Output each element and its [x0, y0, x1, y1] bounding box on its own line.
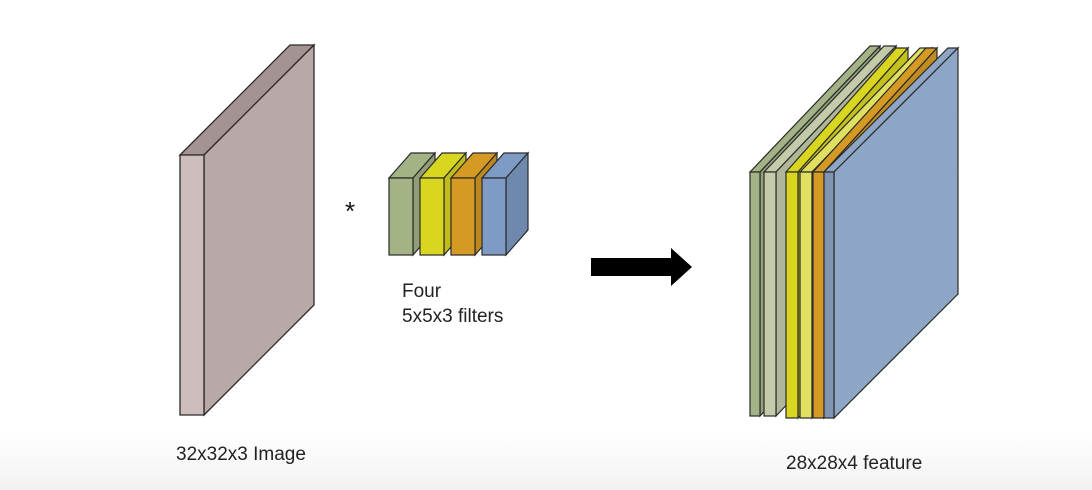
filters-label-line-1: Four [402, 281, 442, 302]
input-image-block [178, 43, 316, 417]
bottom-fade [0, 430, 1092, 490]
feature-map-layer-6 [822, 46, 960, 420]
input-image-front-face [179, 154, 205, 416]
feature-map-label: 28x28x4 feature [786, 453, 923, 474]
convolution-operator: * [345, 196, 356, 226]
input-image-label: 32x32x3 Image [176, 444, 306, 465]
filters-label-line-2: 5x5x3 filters [402, 306, 504, 327]
filter-stack [387, 151, 530, 257]
filter-blue [480, 151, 530, 257]
input-image-side-face [203, 43, 315, 417]
arrow-icon [591, 248, 692, 286]
feature-map-stack [748, 44, 960, 420]
